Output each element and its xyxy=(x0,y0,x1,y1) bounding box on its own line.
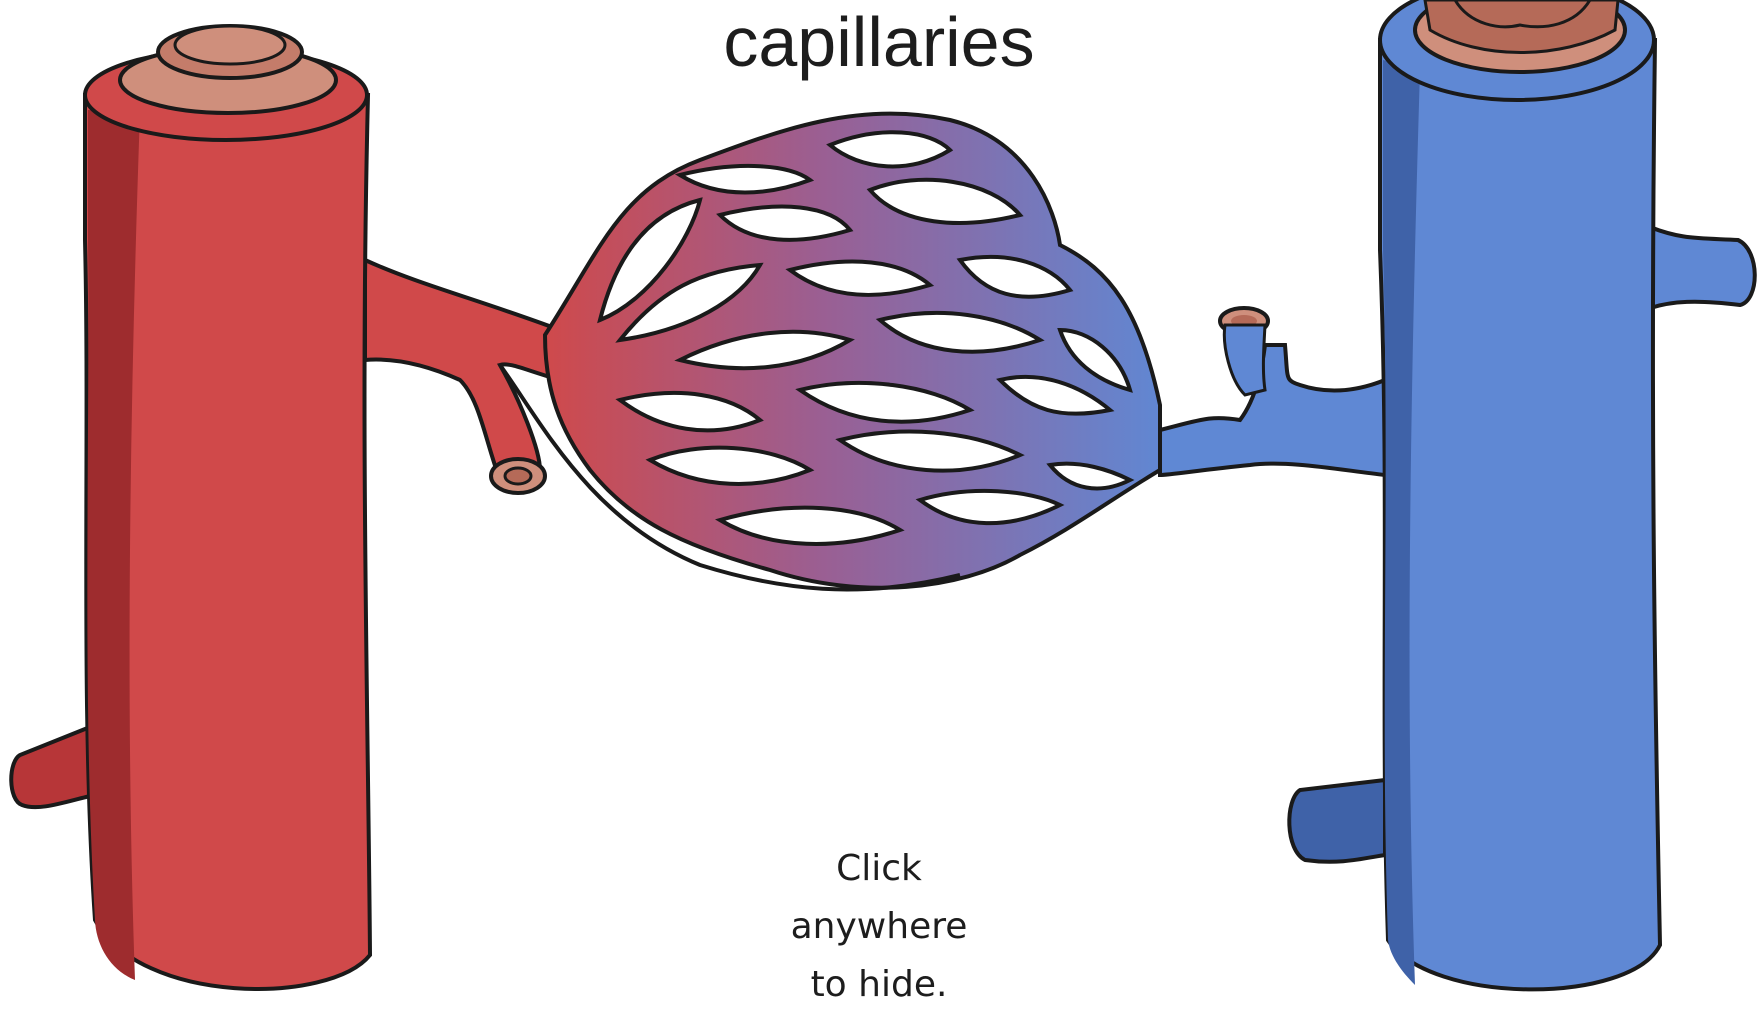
vein-lower-branch xyxy=(1289,780,1385,862)
vein-upper-branch xyxy=(1645,225,1755,310)
artery-right-branch xyxy=(365,260,560,480)
capillary-bed xyxy=(500,114,1160,590)
artery xyxy=(11,26,560,989)
vein-body xyxy=(1380,40,1660,989)
vein-left-branch xyxy=(1160,345,1385,475)
hide-hint[interactable]: Click anywhere to hide. xyxy=(729,840,1029,1014)
diagram-title: capillaries xyxy=(0,2,1758,82)
hint-line-1: Click xyxy=(729,840,1029,898)
hint-line-2: anywhere xyxy=(729,898,1029,956)
vein xyxy=(1160,0,1755,989)
hint-line-3: to hide. xyxy=(729,956,1029,1014)
artery-lower-branch xyxy=(11,725,95,807)
